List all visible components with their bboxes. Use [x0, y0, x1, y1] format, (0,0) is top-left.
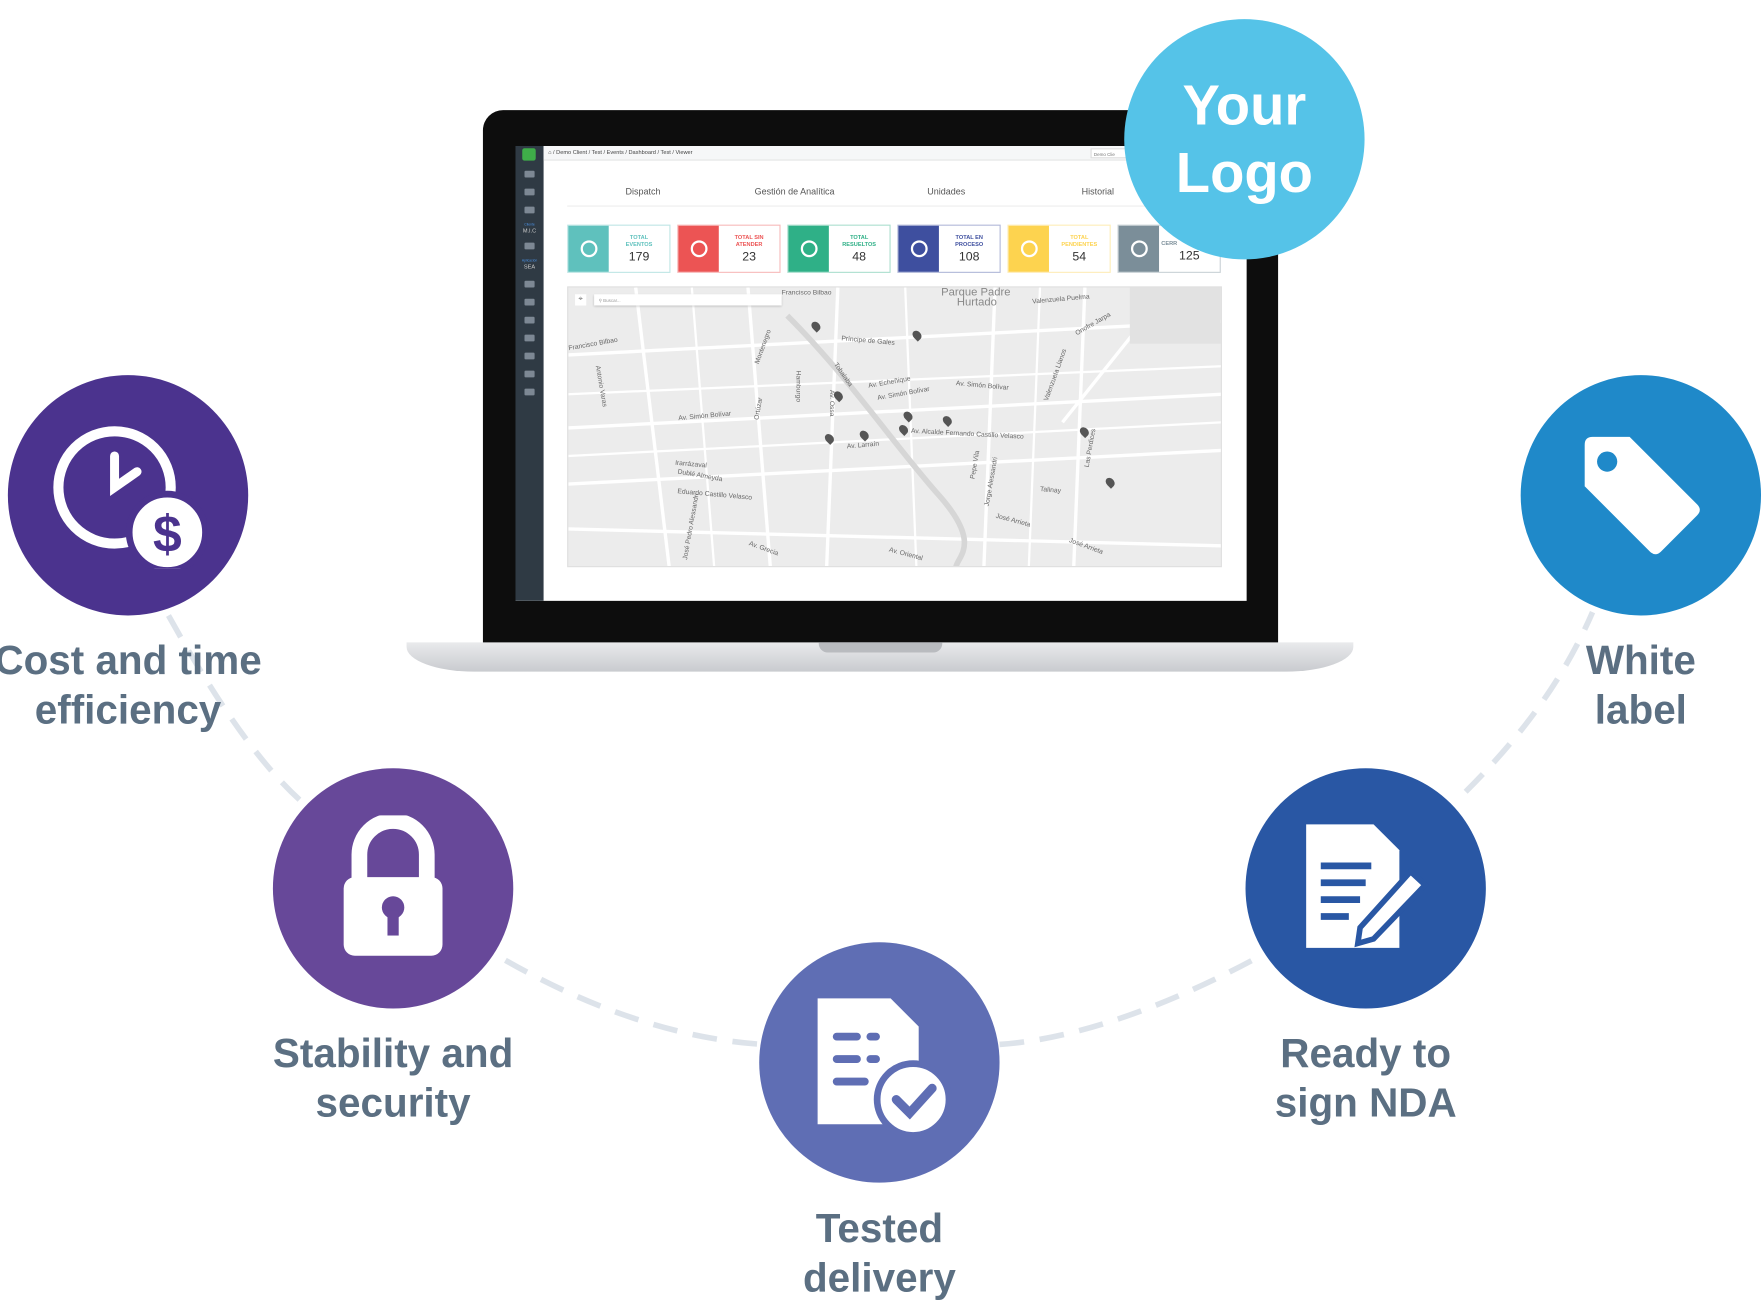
app-caption: Aplicación — [521, 258, 538, 263]
search-placeholder: Buscar... — [603, 297, 621, 304]
street-label: Francisco Bilbao — [781, 289, 832, 297]
svg-text:$: $ — [153, 504, 182, 562]
tab-analitica[interactable]: Gestión de Analítica — [754, 186, 835, 197]
cost-efficiency-circle: $ — [7, 375, 249, 616]
stat-sublabel: RESUELTOS — [842, 241, 877, 249]
white-label-circle — [1520, 375, 1761, 616]
settings-icon[interactable] — [524, 352, 535, 360]
stat-value: 179 — [628, 250, 650, 264]
street-label: Av. Ossa — [827, 389, 835, 417]
clock-dollar-icon: $ — [53, 426, 207, 569]
dashboard-icon[interactable] — [524, 188, 535, 196]
street-label: Parque Padre — [941, 286, 1011, 299]
stat-value: 23 — [742, 250, 756, 264]
car-icon[interactable] — [524, 316, 535, 324]
app-logo-icon — [522, 148, 536, 161]
tab-dispatch[interactable]: Dispatch — [625, 186, 661, 197]
nda-circle — [1245, 768, 1486, 1009]
your-logo-badge: Your Logo — [1124, 19, 1365, 260]
document-check-icon — [817, 998, 953, 1136]
app-name: SEA — [523, 263, 536, 271]
stat-sublabel: ATENDER — [735, 241, 763, 249]
stat-sublabel: PENDIENTES — [1061, 241, 1098, 249]
file-icon[interactable] — [524, 298, 535, 306]
home-icon[interactable] — [524, 170, 535, 178]
client-name: M.I.C — [522, 227, 537, 235]
progress-icon — [898, 225, 939, 272]
map-streets — [568, 287, 1221, 567]
stat-label: TOTAL — [850, 234, 869, 242]
stat-label: CERR — [1161, 240, 1178, 248]
wifi-icon[interactable] — [524, 242, 535, 250]
client-caption: Cliente — [524, 222, 535, 227]
book-icon[interactable] — [524, 334, 535, 342]
logo-text-line1: Your — [1182, 74, 1307, 138]
home-icon[interactable]: ⌂ — [548, 149, 552, 157]
map-search-input[interactable]: ⚲ Buscar... — [594, 294, 782, 306]
laptop-notch — [818, 642, 943, 653]
breadcrumb: ⌂ / Demo Client / Test / Events / Dashbo… — [543, 146, 1247, 161]
copy-icon[interactable] — [524, 206, 535, 214]
alert-icon[interactable] — [524, 280, 535, 288]
stat-sublabel: PROCESO — [955, 241, 984, 249]
dashboard-screen: Cliente M.I.C Aplicación SEA ⌂ / Demo Cl… — [515, 146, 1247, 601]
tag-icon — [1584, 436, 1700, 555]
stability-security-circle — [272, 768, 514, 1009]
breadcrumb-path: / Demo Client / Test / Events / Dashboar… — [553, 149, 693, 157]
stat-label: TOTAL EN — [955, 234, 983, 242]
stat-value: 54 — [1072, 250, 1087, 264]
stat-label: TOTAL — [629, 234, 649, 242]
stat-sublabel: EVENTOS — [625, 241, 653, 249]
filled-circle-icon — [1118, 225, 1160, 272]
locate-icon[interactable]: ⌖ — [575, 294, 587, 306]
calendar-icon[interactable] — [524, 388, 535, 396]
stat-label: TOTAL — [1070, 234, 1089, 242]
tested-delivery-circle — [759, 942, 1000, 1183]
check-circle-icon — [788, 225, 829, 272]
clock-icon — [1008, 225, 1049, 272]
tab-historial[interactable]: Historial — [1081, 186, 1115, 197]
grid-icon[interactable] — [524, 370, 535, 378]
stat-value: 48 — [852, 250, 867, 264]
circle-icon — [678, 225, 719, 272]
search-icon: ⚲ — [598, 297, 602, 304]
tab-bar: Dispatch Gestión de Analítica Unidades H… — [567, 186, 1174, 207]
sidebar: Cliente M.I.C Aplicación SEA — [515, 146, 544, 601]
padlock-icon — [343, 815, 443, 956]
document-sign-icon — [1306, 824, 1430, 948]
stat-value: 125 — [1179, 249, 1200, 263]
tab-unidades[interactable]: Unidades — [927, 186, 966, 197]
logo-text-line2: Logo — [1175, 141, 1313, 205]
camera-icon — [568, 225, 609, 272]
stat-value: 108 — [958, 250, 980, 264]
stat-label: TOTAL SIN — [734, 234, 764, 242]
street-label: Hurtado — [956, 296, 997, 309]
street-label: Hamburgo — [794, 370, 801, 403]
